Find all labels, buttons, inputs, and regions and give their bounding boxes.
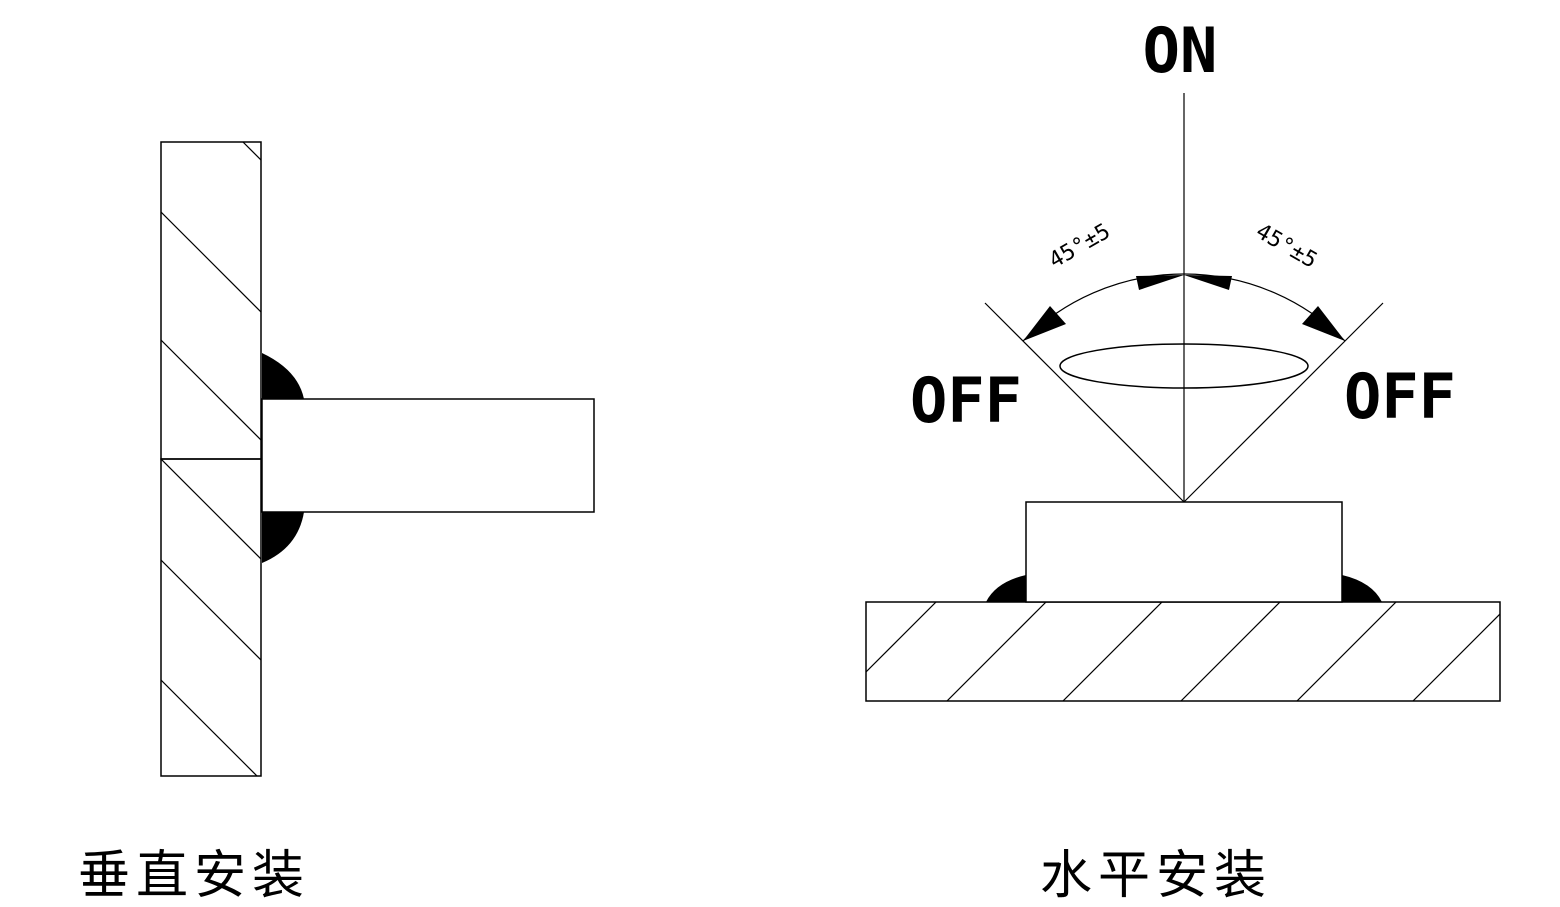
arrowhead-left-inner [1136,275,1184,290]
arrowhead-right-outer [1302,306,1345,341]
tilt-bubble [1059,343,1309,389]
angle-label-right: 45°±5 [1251,219,1321,274]
weld-bead-top [262,353,304,399]
arrowhead-left-outer [1023,306,1066,341]
on-label: ON [1143,14,1218,87]
off-line-left [984,302,1185,503]
wall-plate-lower [160,458,262,777]
off-line-right [1183,302,1384,503]
angle-label-left: 45°±5 [1045,219,1115,274]
switch-body-vertical [1025,501,1343,603]
horizontal-install-figure: ON OFF OFF 45°±5 45°±5 水平安装 [865,14,1501,906]
weld-bead-left [986,575,1026,602]
switch-body-horizontal [261,398,595,513]
off-label-left: OFF [910,364,1022,437]
arrowhead-right-inner [1184,275,1232,290]
weld-bead-right [1342,575,1382,602]
weld-bead-bottom [262,512,304,563]
angle-arc [1022,273,1346,342]
off-label-right: OFF [1344,360,1456,433]
horizontal-install-caption: 水平安装 [1040,846,1272,906]
vertical-install-figure: 垂直安装 [78,141,595,906]
vertical-install-caption: 垂直安装 [78,846,310,906]
